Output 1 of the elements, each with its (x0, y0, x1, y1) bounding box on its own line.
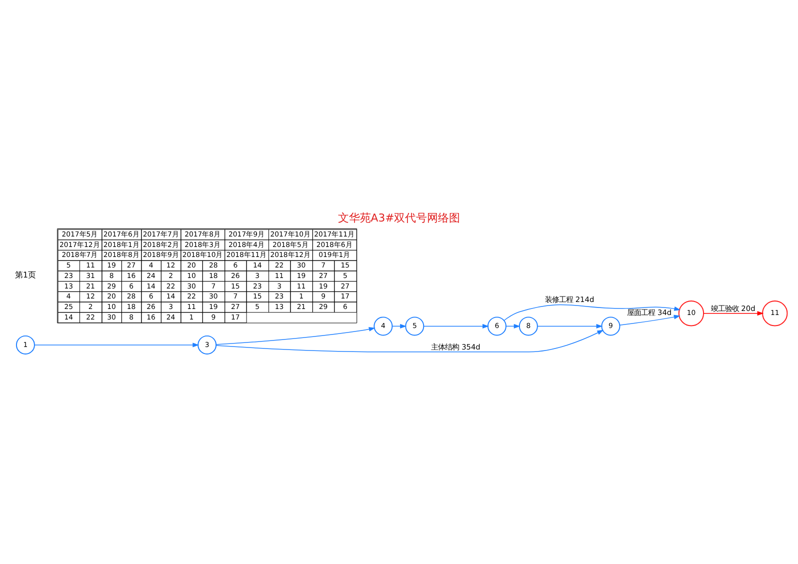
diagram-title: 文华苑A3#双代号网络图 (338, 211, 460, 224)
